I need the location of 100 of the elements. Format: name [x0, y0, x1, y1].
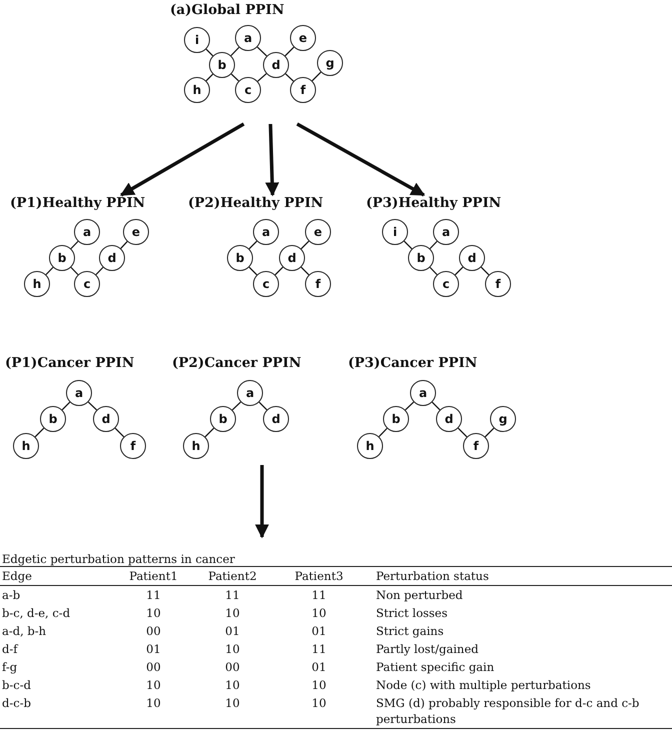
table-cell: 10 [272, 694, 366, 728]
column-header: Edge [0, 566, 114, 586]
protein-node: h [13, 433, 39, 459]
protein-node: c [433, 271, 459, 297]
table-cell: 11 [193, 586, 272, 604]
protein-node: b [49, 245, 75, 271]
protein-node: d [93, 406, 119, 432]
table-cell-text: Partly lost/gained [375, 641, 480, 658]
interaction-line [46, 266, 54, 276]
interaction-line [378, 428, 388, 438]
interaction-line [284, 46, 294, 56]
protein-node: d [263, 406, 289, 432]
protein-node: h [184, 77, 210, 103]
table-cell-text: 10 [224, 677, 241, 694]
column-header: Perturbation status [366, 566, 672, 586]
protein-node: b [227, 245, 253, 271]
table-cell-text: Strict losses [375, 605, 449, 622]
protein-node: b [40, 406, 66, 432]
interaction-line [430, 266, 438, 276]
protein-node: a [410, 380, 436, 406]
table-cell: 10 [114, 694, 193, 728]
interaction-line [70, 266, 78, 276]
interaction-line [248, 240, 258, 250]
protein-node: d [459, 245, 485, 271]
protein-node: b [408, 245, 434, 271]
network-title: (P2)Healthy PPIN [188, 195, 324, 211]
network-title: (P2)Cancer PPIN [172, 355, 302, 371]
table-cell-text: 10 [145, 605, 162, 622]
table-cell-text: 10 [310, 677, 328, 694]
network-title: (P3)Cancer PPIN [348, 355, 478, 371]
interaction-line [120, 241, 128, 249]
interaction-line [300, 266, 310, 276]
table-cell-text: d-f [1, 641, 20, 658]
table-cell: Non perturbed [366, 586, 672, 604]
arrow [265, 124, 280, 196]
interaction-line [454, 266, 464, 276]
interaction-line [62, 402, 70, 410]
interaction-line [404, 240, 412, 250]
protein-node: f [463, 433, 489, 459]
table-cell-text: Patient specific gain [375, 659, 496, 676]
interaction-line [232, 402, 242, 410]
interaction-line [484, 428, 494, 438]
protein-node: d [436, 406, 462, 432]
interaction-line [404, 402, 414, 410]
network-title: (P1)Healthy PPIN [10, 195, 146, 211]
interaction-line [70, 240, 78, 250]
table-cell-text: a-d, b-h [1, 623, 48, 640]
column-header: Patient3 [272, 566, 366, 586]
table-cell: d-c-b [0, 694, 114, 728]
interaction-line [96, 266, 104, 276]
column-header: Patient2 [193, 566, 272, 586]
table-cell: a-b [0, 586, 114, 604]
table-cell-text: 00 [145, 623, 162, 640]
protein-node: a [433, 219, 459, 245]
table-cell-text: b-c, d-e, c-d [1, 605, 72, 622]
interaction-line [230, 46, 240, 56]
interaction-line [312, 72, 322, 82]
table-cell-text: 10 [310, 605, 328, 622]
protein-node: b [383, 406, 409, 432]
table-cell-text: 10 [224, 641, 241, 658]
protein-node: g [490, 406, 516, 432]
interaction-line [480, 266, 490, 276]
interaction-line [430, 240, 438, 250]
interaction-line [248, 266, 258, 276]
interaction-line [230, 74, 240, 82]
table-cell-text: 00 [145, 659, 162, 676]
table-cell: 11 [272, 586, 366, 604]
arrow [296, 122, 426, 197]
interaction-line [458, 428, 468, 438]
protein-node: a [253, 219, 279, 245]
interaction-line [88, 402, 98, 410]
protein-node: c [253, 271, 279, 297]
protein-node: h [357, 433, 383, 459]
table-cell-text: 01 [224, 623, 241, 640]
interaction-line [206, 48, 214, 56]
protein-node: a [74, 219, 100, 245]
table-cell-text: Strict gains [375, 623, 445, 640]
interaction-line [300, 240, 310, 250]
protein-node: f [120, 433, 146, 459]
network-title: (P3)Healthy PPIN [366, 195, 502, 211]
network-title: (P1)Cancer PPIN [5, 355, 134, 371]
interaction-line [34, 428, 44, 438]
interaction-line [256, 46, 268, 56]
protein-node: f [290, 77, 316, 103]
protein-node: a [237, 380, 263, 406]
table-cell-text: 10 [224, 605, 241, 622]
interaction-line [206, 74, 214, 82]
protein-node: c [235, 77, 261, 103]
protein-node: i [184, 27, 210, 53]
protein-node: f [485, 271, 511, 297]
table-caption: Edgetic perturbation patterns in cancer [1, 552, 236, 566]
table-cell-text: Node (c) with multiple perturbations [375, 677, 592, 694]
protein-node: h [24, 271, 50, 297]
network-title: (a)Global PPIN [170, 2, 284, 18]
table-cell-text: 01 [310, 623, 328, 640]
table-cell-text: 10 [145, 677, 162, 694]
protein-node: e [290, 25, 316, 51]
interaction-line [274, 266, 284, 276]
table-cell-text: 01 [145, 641, 162, 658]
protein-node: d [263, 52, 289, 78]
